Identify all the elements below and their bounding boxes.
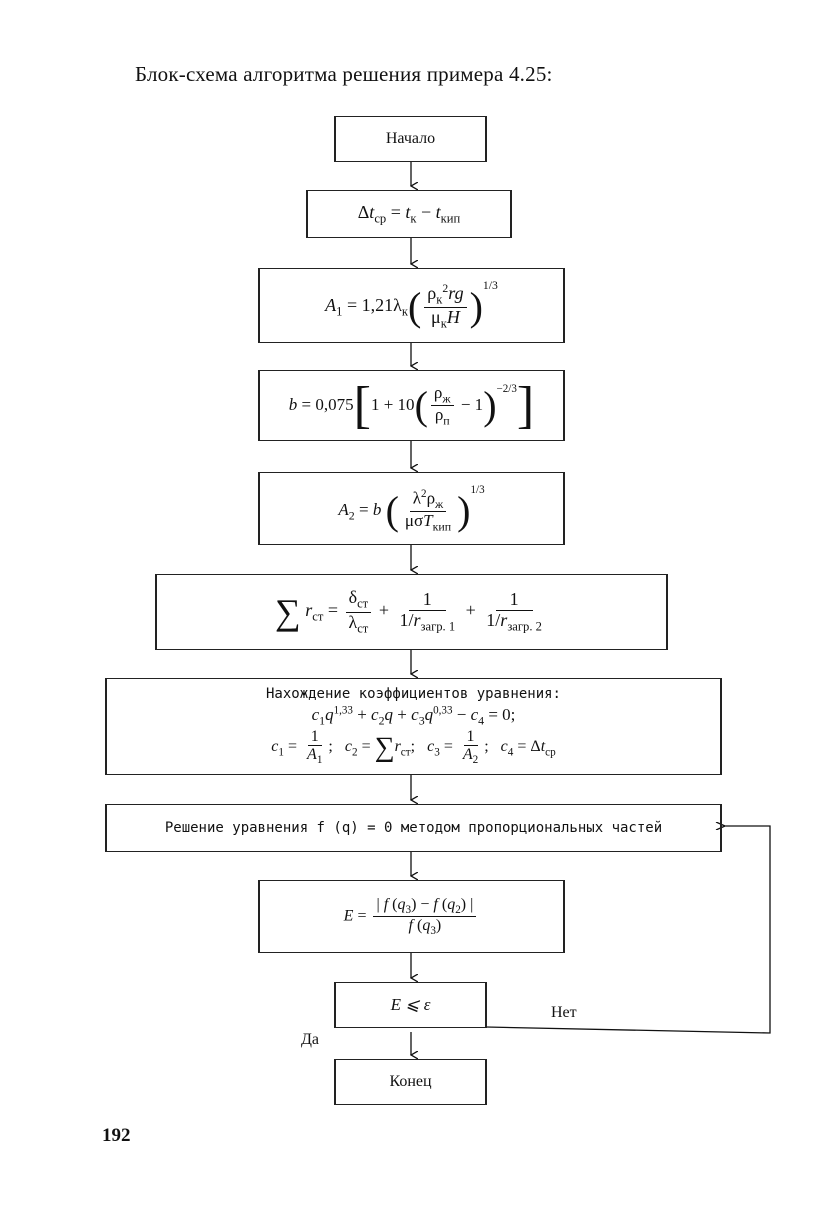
end-block: Конец <box>334 1059 487 1105</box>
page-number: 192 <box>102 1125 131 1146</box>
error-block: E = | f (q3) − f (q2) |f (q3) <box>258 880 565 953</box>
coefficients-block: Нахождение коэффициентов уравнения: c1q1… <box>105 678 722 775</box>
equation-formula: c1q1,33 + c2q + c3q0,33 − c4 = 0; <box>311 703 516 727</box>
start-block: Начало <box>334 116 487 162</box>
end-label: Конец <box>389 1073 432 1090</box>
solve-text: Решение уравнения f (q) = 0 методом проп… <box>164 820 663 836</box>
delta-t-formula: Δtср = tк − tкип <box>357 201 461 226</box>
solve-block: Решение уравнения f (q) = 0 методом проп… <box>105 804 722 852</box>
no-label: Нет <box>551 1004 577 1021</box>
decision-block: E ⩽ ε <box>334 982 487 1028</box>
error-formula: E = | f (q3) − f (q2) |f (q3) <box>344 896 480 938</box>
yes-label: Да <box>301 1031 320 1048</box>
decision-condition: E ⩽ ε <box>390 995 431 1014</box>
no-loop-line <box>485 826 771 1034</box>
delta-t-block: Δtср = tк − tкип <box>306 190 512 238</box>
page-heading: Блок-схема алгоритма решения примера 4.2… <box>135 62 553 86</box>
start-label: Начало <box>385 130 436 147</box>
coefficients-title: Нахождение коэффициентов уравнения: <box>265 686 561 703</box>
